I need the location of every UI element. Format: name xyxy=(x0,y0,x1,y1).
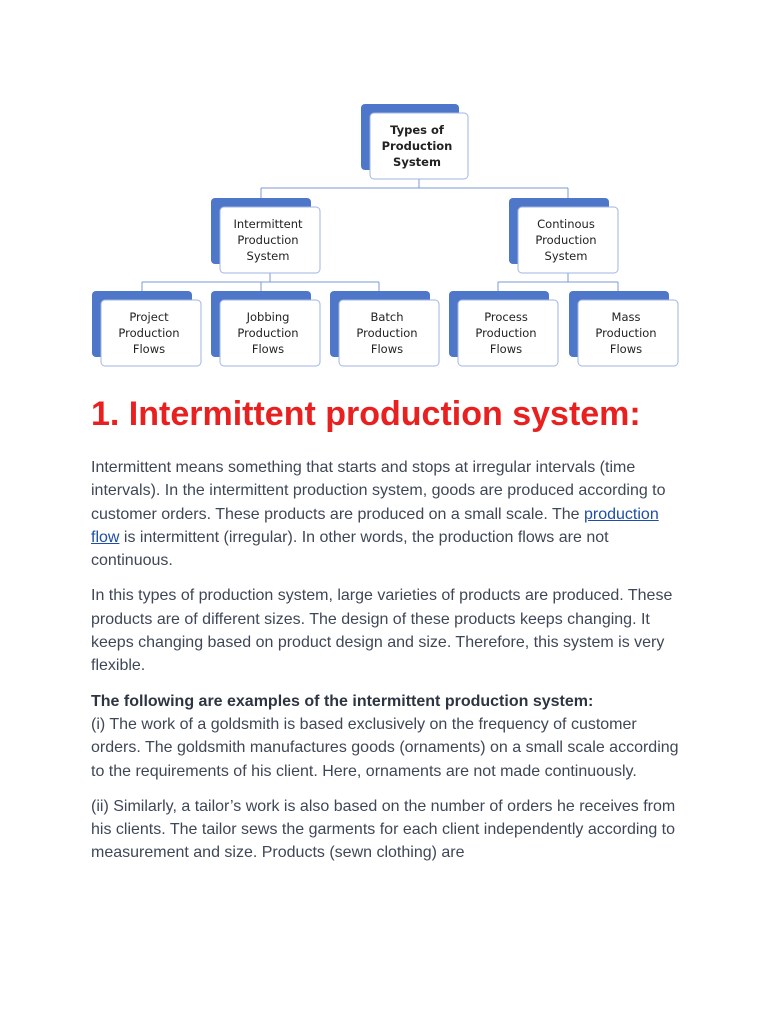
paragraph-intro: Intermittent means something that starts… xyxy=(91,456,681,572)
article-content: 1. Intermittent production system: Inter… xyxy=(91,392,681,877)
diagram-node-intermittent-label-line: Intermittent xyxy=(233,217,303,231)
diagram-node-jobbing-label-line: Production xyxy=(237,326,298,340)
paragraph-intro-text-before-link: Intermittent means something that starts… xyxy=(91,459,666,523)
diagram-node-intermittent-face xyxy=(219,206,321,274)
diagram-node-root-face xyxy=(369,112,469,180)
diagram-node-root-label-line: Production xyxy=(382,139,453,153)
diagram-node-root-label-line: Types of xyxy=(390,123,445,137)
diagram-node-process-label-line: Process xyxy=(484,310,528,324)
paragraph-variety: In this types of production system, larg… xyxy=(91,587,673,675)
diagram-node-jobbing-face xyxy=(219,299,321,367)
diagram-node-root-label-line: System xyxy=(393,155,441,169)
diagram-node-intermittent-label-line: Production xyxy=(237,233,298,247)
diagram-node-intermittent-label-line: System xyxy=(247,249,290,263)
diagram-node-project-label-line: Production xyxy=(118,326,179,340)
diagram-connectors xyxy=(141,179,619,291)
examples-heading: The following are examples of the interm… xyxy=(91,692,594,710)
section-heading: 1. Intermittent production system: xyxy=(91,395,641,433)
diagram-node-mass-label-line: Mass xyxy=(612,310,641,324)
production-flow-link[interactable]: production flow xyxy=(91,505,659,546)
diagram-node-batch-face xyxy=(338,299,440,367)
diagram-node-project-label-line: Flows xyxy=(133,342,165,356)
paragraph-intro-text-after-link: is intermittent (irregular). In other wo… xyxy=(91,528,609,570)
diagram-boxes: Types ofProductionSystemIntermittentProd… xyxy=(92,104,679,367)
diagram-node-jobbing-label-line: Flows xyxy=(252,342,284,356)
production-system-diagram: Types ofProductionSystemIntermittentProd… xyxy=(92,104,679,367)
diagram-node-batch-label-line: Batch xyxy=(370,310,403,324)
example-tailor: (ii) Similarly, a tailor’s work is also … xyxy=(91,797,676,862)
diagram-node-continuous-label-line: Production xyxy=(535,233,596,247)
diagram-node-mass-label-line: Production xyxy=(595,326,656,340)
diagram-node-batch-label-line: Flows xyxy=(371,342,403,356)
diagram-node-mass-label-line: Flows xyxy=(610,342,642,356)
diagram-node-project-face xyxy=(100,299,202,367)
diagram-node-batch-label-line: Production xyxy=(356,326,417,340)
example-goldsmith: (i) The work of a goldsmith is based exc… xyxy=(91,715,679,780)
diagram-node-jobbing-label-line: Jobbing xyxy=(246,310,290,324)
paragraph-examples: The following are examples of the interm… xyxy=(91,690,681,783)
diagram-node-continuous-label-line: Continous xyxy=(537,217,595,231)
diagram-node-mass-face xyxy=(577,299,679,367)
diagram-node-continuous-label-line: System xyxy=(545,249,588,263)
diagram-node-continuous-face xyxy=(517,206,619,274)
diagram-node-process-label-line: Flows xyxy=(490,342,522,356)
diagram-node-process-face xyxy=(457,299,559,367)
diagram-node-process-label-line: Production xyxy=(475,326,536,340)
diagram-node-project-label-line: Project xyxy=(129,310,169,324)
